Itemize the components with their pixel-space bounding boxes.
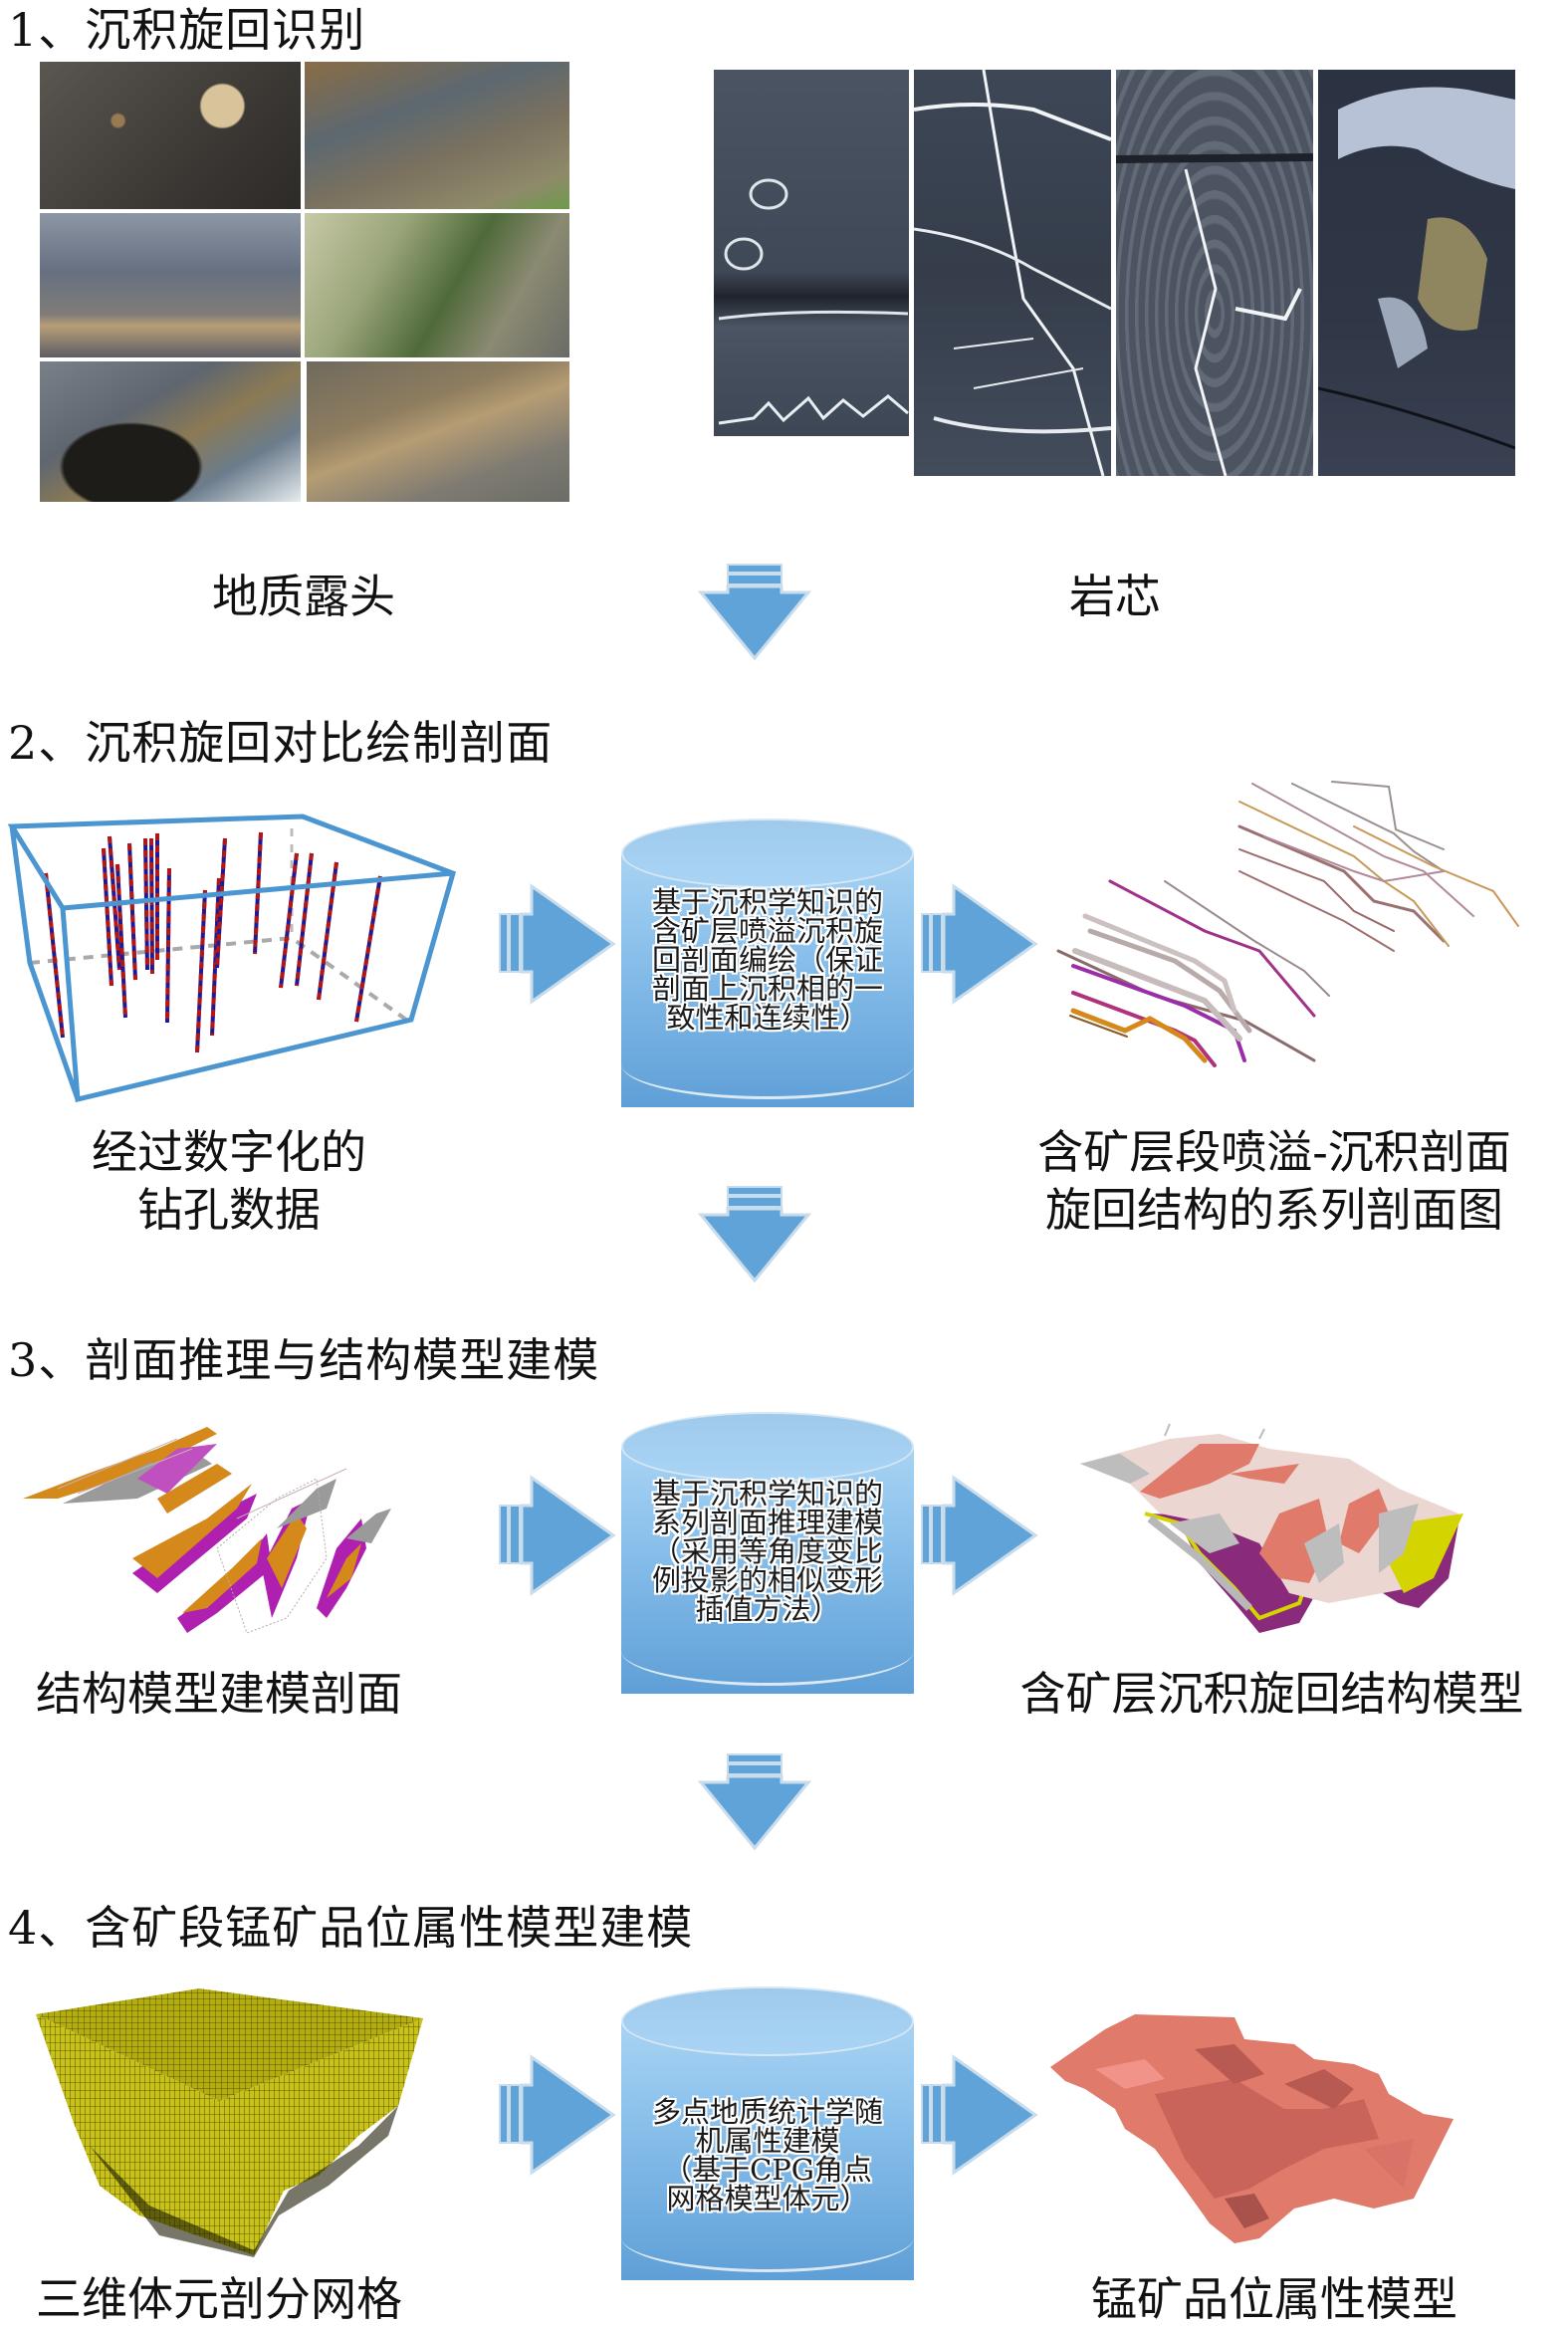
borehole-segment: [210, 877, 221, 1037]
borehole-segment: [127, 842, 137, 981]
voxel-grid-caption: 三维体元剖分网格: [36, 2272, 402, 2326]
borehole-segment: [44, 872, 65, 1039]
section-2-title: 2、沉积旋回对比绘制剖面: [8, 716, 554, 770]
structure-sections-caption: 结构模型建模剖面: [36, 1667, 402, 1721]
cross-section-caption: 含矿层段喷溢-沉积剖面 旋回结构的系列剖面图: [1037, 1125, 1511, 1237]
borehole: [102, 847, 113, 987]
process-cylinder-2: 基于沉积学知识的 含矿层喷溢沉积旋 回剖面编绘（保证 剖面上沉积相的一 致性和连…: [621, 818, 914, 1107]
grade-model-caption: 锰矿品位属性模型: [1091, 2272, 1457, 2326]
outcrop-photo: [40, 213, 301, 357]
borehole-segment: [295, 852, 314, 987]
outcrop-photo: [307, 361, 569, 502]
process-text-2: 基于沉积学知识的 含矿层喷溢沉积旋 回剖面编绘（保证 剖面上沉积相的一 致性和连…: [651, 885, 883, 1035]
outcrop-photo-grid: [40, 62, 569, 502]
section-4-title: 4、含矿段锰矿品位属性模型建模: [8, 1901, 694, 1955]
borehole-segment: [143, 837, 149, 971]
core-photo: [714, 70, 909, 436]
outcrop-caption: 地质露头: [212, 570, 395, 623]
down-arrow-icon: [697, 1186, 812, 1283]
outcrop-photo: [40, 62, 301, 209]
process-cylinder-4: 多点地质统计学随 机属性建模 （基于CPG角点 网格模型体元）: [621, 1986, 914, 2280]
structural-model-3d: [1080, 1423, 1463, 1633]
borehole: [127, 842, 137, 981]
borehole: [149, 837, 154, 975]
right-arrow-icon: [499, 2054, 616, 2176]
section-3-title: 3、剖面推理与结构模型建模: [8, 1333, 600, 1387]
right-arrow-icon: [921, 2054, 1038, 2176]
section-1-title: 1、沉积旋回识别: [8, 3, 366, 57]
borehole: [279, 852, 299, 989]
right-arrow-icon: [921, 883, 1038, 1005]
process-text-4: 多点地质统计学随 机属性建模 （基于CPG角点 网格模型体元）: [651, 2095, 883, 2215]
outcrop-photo: [40, 361, 301, 502]
borehole-data-diagram: [8, 814, 456, 1103]
structural-model-caption: 含矿层沉积旋回结构模型: [1019, 1667, 1524, 1721]
structure-model-sections-diagram: [23, 1427, 391, 1634]
borehole-segment: [108, 835, 121, 971]
borehole-segment: [215, 837, 227, 969]
down-arrow-icon: [697, 564, 812, 661]
borehole-segment: [354, 875, 382, 1023]
process-text-3: 基于沉积学知识的 系列剖面推理建模 （采用等角度变比 例投影的相似变形 插值方法…: [651, 1477, 883, 1626]
box-front-edges: [8, 814, 456, 1103]
borehole-segment: [149, 837, 154, 975]
borehole-segment: [115, 863, 127, 1019]
down-arrow-icon: [697, 1753, 812, 1851]
borehole-segment: [165, 867, 171, 1024]
outcrop-photo: [305, 213, 569, 357]
process-cylinder-3: 基于沉积学知识的 系列剖面推理建模 （采用等角度变比 例投影的相似变形 插值方法…: [621, 1412, 914, 1694]
cross-section-series-diagram: [1056, 781, 1519, 1067]
core-photo: [914, 70, 1111, 476]
borehole-segment: [195, 889, 207, 1053]
right-arrow-icon: [499, 1475, 616, 1596]
3d-voxel-grid: [36, 1988, 423, 2257]
outcrop-photo: [305, 62, 569, 209]
right-arrow-icon: [921, 1475, 1038, 1596]
core-photo: [1116, 70, 1313, 476]
rock-core-photos: [712, 70, 1523, 483]
core-photo: [1318, 70, 1515, 476]
manganese-grade-model: [1050, 2014, 1454, 2243]
right-arrow-icon: [499, 883, 616, 1005]
borehole-segment: [279, 852, 299, 989]
core-caption: 岩芯: [1069, 570, 1161, 623]
borehole-caption: 经过数字化的 钻孔数据: [92, 1125, 366, 1237]
